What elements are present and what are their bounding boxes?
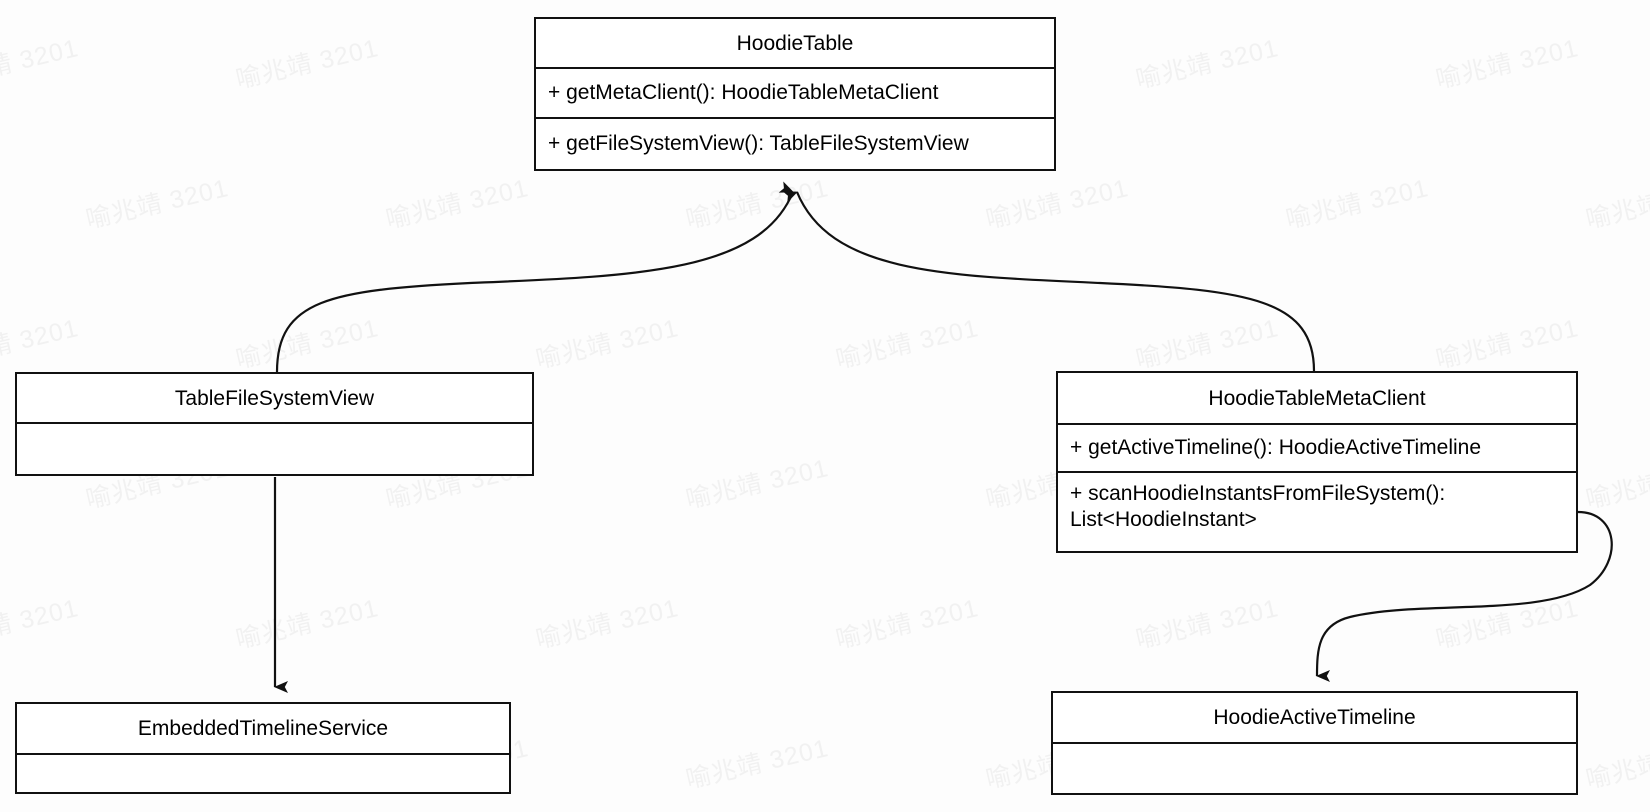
watermark-text: 喻兆靖 3201 <box>383 174 532 235</box>
class-title-hoodie-active-timeline: HoodieActiveTimeline <box>1053 693 1576 744</box>
watermark-text: 喻兆靖 3201 <box>1133 314 1282 375</box>
class-title-hoodie-table-meta-client: HoodieTableMetaClient <box>1058 373 1576 425</box>
class-method-hoodie-table-meta-client-1: + scanHoodieInstantsFromFileSystem(): Li… <box>1070 482 1446 531</box>
watermark-text: 喻兆靖 3201 <box>683 174 832 235</box>
class-box-hoodie-table[interactable]: HoodieTable + getMetaClient(): HoodieTab… <box>534 17 1056 171</box>
class-box-embedded-timeline-service[interactable]: EmbeddedTimelineService <box>15 702 511 794</box>
watermark-text: 喻兆靖 3201 <box>683 734 832 795</box>
class-method-hoodie-table-meta-client-0: + getActiveTimeline(): HoodieActiveTimel… <box>1058 425 1576 473</box>
watermark-text: 喻兆靖 3201 <box>0 314 82 375</box>
watermark-text: 喻兆靖 3201 <box>0 594 82 655</box>
watermark-text: 喻兆靖 3201 <box>1433 34 1582 95</box>
class-title-table-file-system-view: TableFileSystemView <box>17 374 532 424</box>
class-title-hoodie-table: HoodieTable <box>536 19 1054 69</box>
watermark-text: 喻兆靖 3201 <box>983 174 1132 235</box>
watermark-text: 喻兆靖 3201 <box>833 314 982 375</box>
watermark-text: 喻兆靖 3201 <box>83 174 232 235</box>
watermark-text: 喻兆靖 3201 <box>1583 734 1650 795</box>
watermark-text: 喻兆靖 3201 <box>1133 594 1282 655</box>
watermark-text: 喻兆靖 3201 <box>533 594 682 655</box>
watermark-text: 喻兆靖 3201 <box>833 594 982 655</box>
class-title-embedded-timeline-service: EmbeddedTimelineService <box>17 704 509 755</box>
watermark-text: 喻兆靖 3201 <box>1583 174 1650 235</box>
class-box-table-file-system-view[interactable]: TableFileSystemView <box>15 372 534 476</box>
watermark-text: 喻兆靖 3201 <box>1583 454 1650 515</box>
class-compartment-hoodie-active-timeline-empty <box>1053 744 1576 793</box>
class-compartment-table-file-system-view-empty <box>17 424 532 474</box>
watermark-text: 喻兆靖 3201 <box>1283 174 1432 235</box>
watermark-text: 喻兆靖 3201 <box>1433 314 1582 375</box>
edge-tablefilesystemview-to-hoodietable <box>275 181 795 373</box>
class-box-hoodie-table-meta-client[interactable]: HoodieTableMetaClient + getActiveTimelin… <box>1056 371 1578 553</box>
class-compartment-embedded-timeline-service-empty <box>17 755 509 792</box>
watermark-text: 喻兆靖 3201 <box>533 314 682 375</box>
watermark-text: 喻兆靖 3201 <box>233 594 382 655</box>
watermark-text: 喻兆靖 3201 <box>1133 34 1282 95</box>
watermark-text: 喻兆靖 3201 <box>683 454 832 515</box>
watermark-text: 喻兆靖 3201 <box>233 314 382 375</box>
class-box-hoodie-active-timeline[interactable]: HoodieActiveTimeline <box>1051 691 1578 795</box>
watermark-text: 喻兆靖 3201 <box>1433 594 1582 655</box>
watermark-text: 喻兆靖 3201 <box>0 34 82 95</box>
class-method-hoodie-table-1: + getFileSystemView(): TableFileSystemVi… <box>548 132 969 155</box>
edge-metaclient-to-hoodietable <box>782 191 1316 372</box>
watermark-text: 喻兆靖 3201 <box>233 34 382 95</box>
class-method-hoodie-table-0: + getMetaClient(): HoodieTableMetaClient <box>536 69 1054 119</box>
